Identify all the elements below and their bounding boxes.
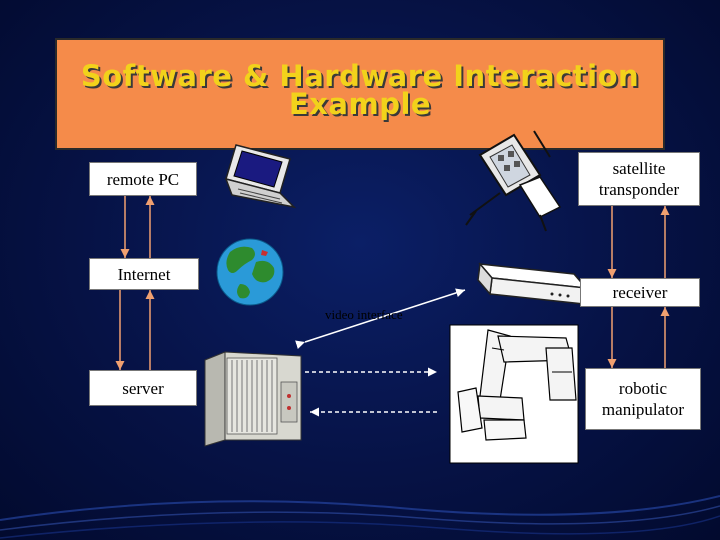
- satellite-label-line-1: satellite: [612, 159, 666, 178]
- laptop-icon: [224, 144, 297, 209]
- title-line-1: Software & Hardware Interaction: [80, 59, 640, 93]
- internet-label: Internet: [117, 264, 171, 284]
- footer-decoration: [0, 495, 720, 539]
- slide-title: Software & Hardware Interaction Example: [57, 59, 663, 121]
- server-box: server: [89, 370, 197, 406]
- server-rack-icon: [204, 351, 302, 447]
- server-label: server: [122, 378, 164, 398]
- receiver-icon: [477, 262, 588, 305]
- globe-icon: [216, 238, 284, 306]
- robot-label-line-2: manipulator: [601, 400, 685, 419]
- video-interface-link: [295, 288, 466, 350]
- satellite-transponder-box: satellite transponder: [578, 152, 700, 206]
- internet-box: Internet: [89, 258, 199, 290]
- video-interface-label: video interface: [325, 307, 403, 322]
- satellite-label-line-2: transponder: [598, 180, 680, 199]
- remote-pc-label: remote PC: [106, 169, 180, 189]
- robotic-manipulator-box: robotic manipulator: [585, 368, 701, 430]
- title-line-2: Example: [288, 87, 432, 121]
- robot-arm-icon: [449, 324, 579, 464]
- title-box: Software & Hardware Interaction Example: [55, 38, 665, 150]
- receiver-label: receiver: [612, 283, 668, 302]
- satellite-icon: [465, 130, 562, 232]
- robot-label-line-1: robotic: [618, 379, 668, 398]
- remote-pc-box: remote PC: [89, 162, 197, 196]
- receiver-box: receiver: [580, 278, 700, 307]
